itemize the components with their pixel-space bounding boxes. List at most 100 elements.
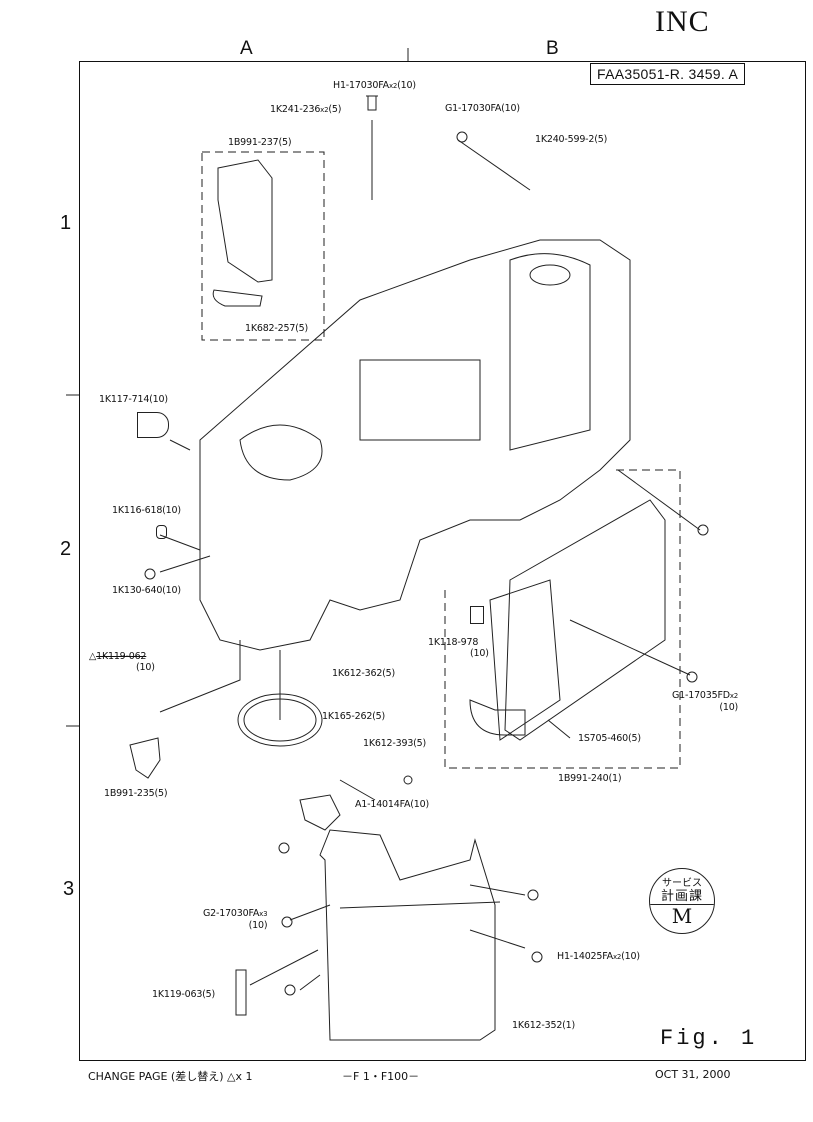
change-mark-icon: △: [89, 651, 97, 662]
stamp-line-2: 計画課: [650, 889, 714, 905]
part-qty-mult: x2: [320, 106, 329, 114]
service-planning-stamp: サービス 計画課 M: [649, 868, 715, 934]
hinge-bracket: [300, 795, 340, 830]
part-label-1b991-235: 1B991-235(5): [104, 788, 168, 799]
part-pack: (10): [719, 702, 739, 713]
part-pack: (10): [248, 920, 268, 931]
part-pack: (10): [410, 799, 429, 810]
film-chamber: [510, 254, 590, 450]
part-code: 1K240-599-2: [535, 134, 595, 145]
row-label-2: 2: [60, 538, 72, 560]
part-code: 1K612-352: [512, 1020, 563, 1031]
part-pack: (5): [413, 738, 427, 749]
part-label-1k119-062: △1K119-062 (10): [89, 651, 155, 673]
lens-mount-ring: [240, 425, 322, 480]
part-1b991-235-shape: [130, 738, 160, 778]
part-pack: (5): [372, 711, 386, 722]
part-label-1k130-640: 1K130-640(10): [112, 585, 181, 596]
part-pack: (5): [594, 134, 608, 145]
screw-h1-17030fa: [366, 96, 378, 110]
rewind-hole: [530, 265, 570, 285]
corner-text: INC: [655, 5, 710, 38]
part-qty-mult: x2: [729, 692, 739, 700]
part-pack: (10): [621, 951, 640, 962]
part-code-struck: 1K119-062: [96, 651, 147, 662]
part-label-1k612-362: 1K612-362(5): [332, 668, 395, 679]
part-pack: (10): [162, 505, 181, 516]
part-label-1k117-714: 1K117-714(10): [99, 394, 168, 405]
part-pack: (5): [328, 104, 342, 115]
part-code: 1S705-460: [578, 733, 628, 744]
subassembly-box-1b991-240: [445, 470, 680, 768]
label-sticker-1k117-714: [137, 412, 169, 438]
screw-g2-17030fa-1: [279, 843, 289, 853]
part-pack: (1): [608, 773, 622, 784]
part-qty-mult: x2: [612, 953, 622, 961]
screw-1k130-640: [145, 569, 155, 579]
part-code: 1K116-618: [112, 505, 163, 516]
part-pack: (1): [562, 1020, 576, 1031]
screw-g1-17035fd: [687, 672, 697, 682]
part-pack: (5): [278, 137, 292, 148]
part-pack: (5): [382, 668, 396, 679]
plate-1k682-257-part: [213, 290, 262, 306]
cap-1k116-618: [156, 525, 167, 539]
part-label-1k240-599-2: 1K240-599-2(5): [535, 134, 607, 145]
part-pack: (10): [501, 103, 520, 114]
figure-label: Fig. 1: [660, 1026, 758, 1051]
part-pack: (5): [202, 989, 216, 1000]
flex-loop: [470, 700, 525, 735]
part-label-1b991-240: 1B991-240(1): [558, 773, 622, 784]
part-code: 1K117-714: [99, 394, 150, 405]
part-pack: (10): [149, 394, 168, 405]
document-number: FAA35051-R. 3459. A: [590, 63, 746, 85]
part-code: H1-14025FA: [557, 951, 613, 962]
part-code: 1K130-640: [112, 585, 163, 596]
bracket-1b991-237-part: [218, 160, 272, 282]
part-code: 1K165-262: [322, 711, 373, 722]
screw-h1-14025fa-2: [532, 952, 542, 962]
part-qty-mult: x3: [259, 910, 268, 918]
part-label-1k682-257: 1K682-257(5): [245, 323, 308, 334]
part-code: 1K118-978: [428, 637, 479, 648]
part-label-1k118-978: 1K118-978 (10): [428, 637, 489, 659]
mirror-box-opening: [360, 360, 480, 440]
column-label-b: B: [546, 38, 559, 59]
plate-1k119-063-shape: [236, 970, 246, 1015]
row-label-1: 1: [60, 212, 72, 234]
footer-page-number: －F 1・F100－: [342, 1070, 420, 1083]
row-label-3: 3: [63, 878, 75, 900]
part-pack: (10): [162, 585, 181, 596]
part-code: G1-17030FA: [445, 103, 502, 114]
footer-date: OCT 31, 2000: [655, 1068, 731, 1081]
screw-h1-14025fa-1: [528, 890, 538, 900]
screw-a1-14014fa: [404, 776, 412, 784]
part-pack: (10): [397, 80, 416, 91]
part-label-1k612-393: 1K612-393(5): [363, 738, 426, 749]
part-label-1s705-460: 1S705-460(5): [578, 733, 641, 744]
part-label-1k165-262: 1K165-262(5): [322, 711, 385, 722]
part-qty-mult: x2: [388, 82, 398, 90]
part-code: G2-17030FA: [203, 908, 260, 919]
part-code: 1K119-063: [152, 989, 203, 1000]
drawing-frame: [79, 61, 806, 1061]
label-1k118-978: [470, 606, 484, 624]
part-code: 1B991-240: [558, 773, 609, 784]
part-label-1k612-352: 1K612-352(1): [512, 1020, 575, 1031]
part-code: 1K612-393: [363, 738, 414, 749]
screw-g2-17030fa-2: [282, 917, 292, 927]
part-pack: (5): [295, 323, 309, 334]
shutter-plate: [505, 500, 665, 740]
part-label-h1-17030fa: H1-17030FAx2(10): [333, 80, 416, 91]
part-code: 1B991-235: [104, 788, 155, 799]
part-pack: (5): [154, 788, 168, 799]
part-code: H1-17030FA: [333, 80, 389, 91]
part-code: 1K682-257: [245, 323, 296, 334]
part-code: 1K241-236: [270, 104, 321, 115]
part-label-g2-17030fa: G2-17030FAx3 (10): [203, 908, 268, 931]
cover-1k612-352: [320, 830, 495, 1040]
part-code: A1-14014FA: [355, 799, 411, 810]
part-code: G1-17035FD: [672, 690, 730, 701]
part-label-1k116-618: 1K116-618(10): [112, 505, 181, 516]
